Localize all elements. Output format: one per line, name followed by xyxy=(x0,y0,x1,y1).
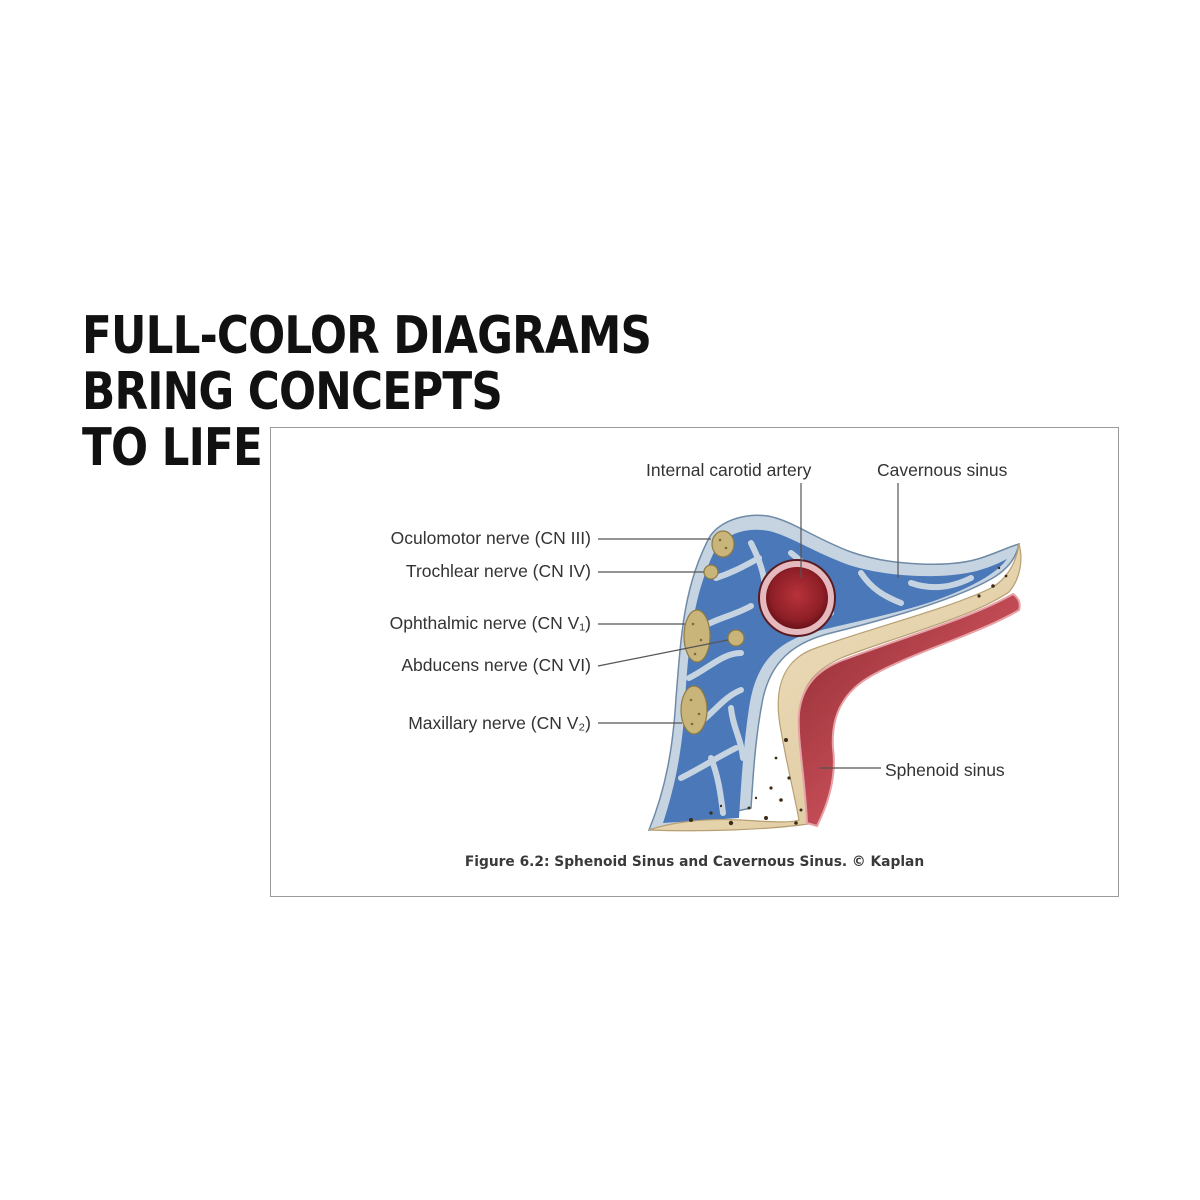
anatomy-diagram xyxy=(271,428,1120,898)
label-abducens-nerve: Abducens nerve (CN VI) xyxy=(401,655,591,676)
abducens-nerve-cn6 xyxy=(728,630,744,646)
label-maxillary-nerve: Maxillary nerve (CN V₂) xyxy=(408,713,591,734)
maxillary-nerve-cn5-2 xyxy=(681,686,707,734)
label-ophthalmic-nerve: Ophthalmic nerve (CN V₁) xyxy=(390,613,591,634)
label-internal-carotid-artery: Internal carotid artery xyxy=(646,460,811,481)
oculomotor-nerve-cn3 xyxy=(712,531,734,557)
ophthalmic-nerve-cn5-1 xyxy=(684,610,710,662)
trochlear-nerve-cn4 xyxy=(704,565,718,579)
label-trochlear-nerve: Trochlear nerve (CN IV) xyxy=(406,561,591,582)
label-cavernous-sinus: Cavernous sinus xyxy=(877,460,1007,481)
artery-lumen xyxy=(766,567,828,629)
figure-caption: Figure 6.2: Sphenoid Sinus and Cavernous… xyxy=(292,854,1097,870)
headline-line-2: BRING CONCEPTS xyxy=(82,364,651,420)
headline-line-1: FULL-COLOR DIAGRAMS xyxy=(82,308,651,364)
label-sphenoid-sinus: Sphenoid sinus xyxy=(885,760,1005,781)
figure-panel: Internal carotid artery Cavernous sinus … xyxy=(270,427,1119,897)
label-oculomotor-nerve: Oculomotor nerve (CN III) xyxy=(391,528,591,549)
